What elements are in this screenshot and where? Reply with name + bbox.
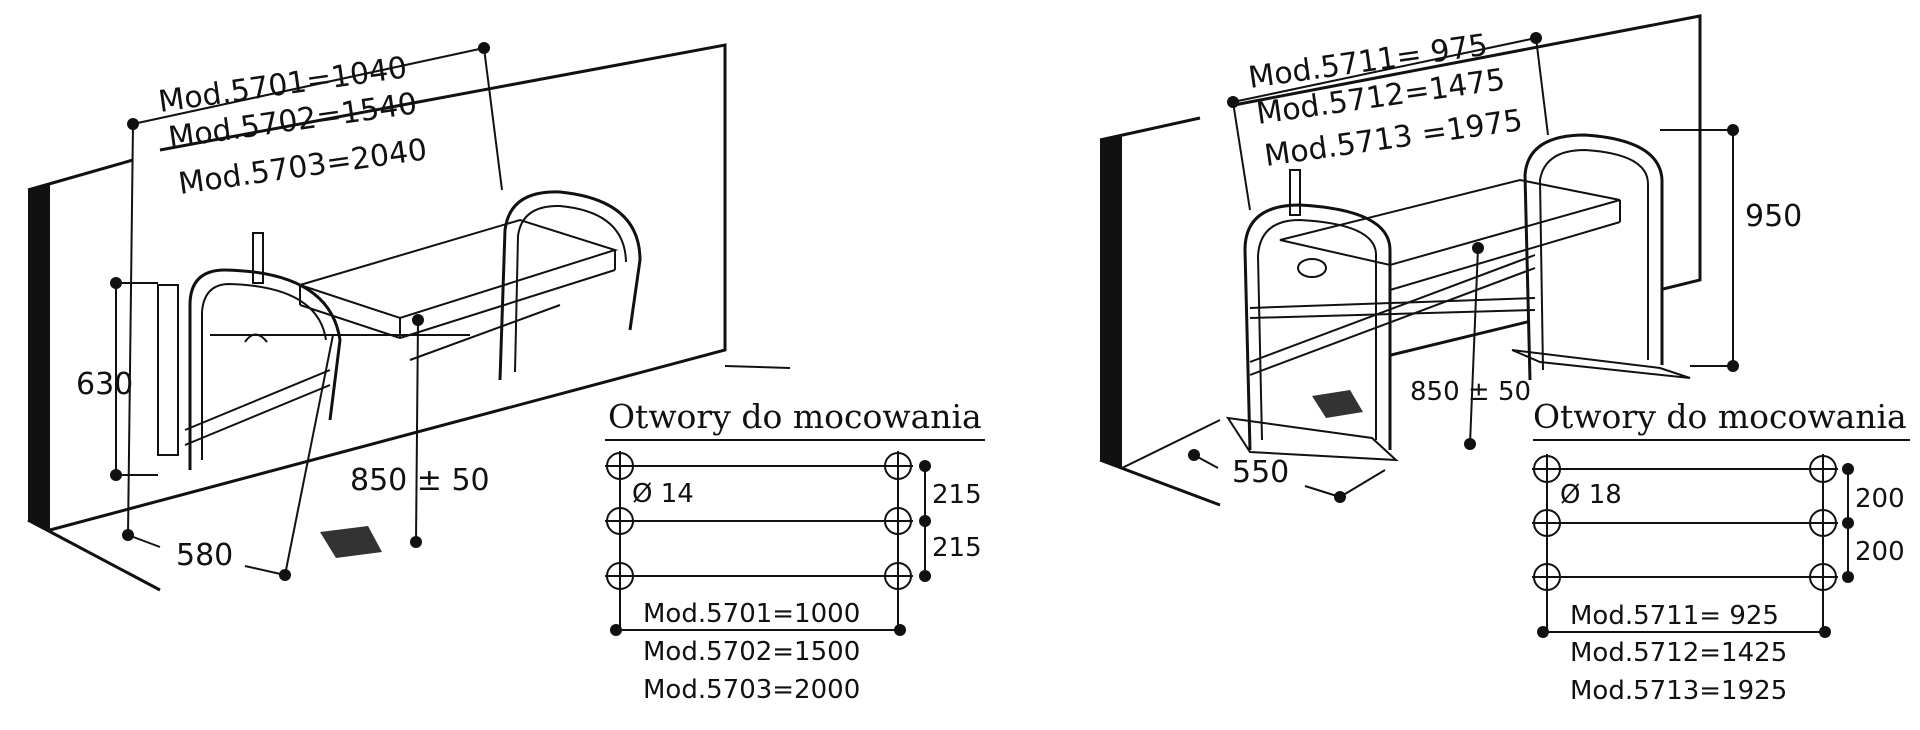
right-bench-drawing: Mod.5711= 975 Mod.5712=1475 Mod.5713 =19… (1099, 14, 1910, 706)
left-seat-height-label: 850 ± 50 (350, 463, 490, 498)
left-drain-icon (320, 526, 382, 558)
left-dimension-lines (110, 42, 503, 581)
left-height-label: 630 (76, 367, 133, 402)
left-bench-frame (157, 190, 642, 470)
right-hole-spacing-2: 200 (1855, 537, 1905, 567)
right-height-label: 950 (1745, 199, 1802, 234)
left-hole-diameter: Ø 14 (632, 479, 694, 509)
left-hole-width-1: Mod.5701=1000 (643, 599, 860, 629)
right-hole-width-1: Mod.5711= 925 (1570, 601, 1779, 631)
right-holes-title: Otwory do mocowania (1533, 397, 1907, 436)
right-dimension-lines (1188, 32, 1739, 503)
left-wall (27, 43, 791, 592)
left-hole-width-3: Mod.5703=2000 (643, 675, 860, 705)
left-depth-label: 580 (176, 538, 233, 573)
right-hole-width-2: Mod.5712=1425 (1570, 638, 1787, 668)
right-drain-icon (1312, 390, 1363, 418)
right-hole-width-3: Mod.5713=1925 (1570, 676, 1787, 706)
right-wall (1099, 14, 1702, 507)
left-hole-width-2: Mod.5702=1500 (643, 637, 860, 667)
right-hole-pattern: Otwory do mocowania Ø 18 200 (1532, 397, 1910, 706)
left-hole-spacing-1: 215 (932, 480, 982, 510)
left-hole-pattern: Otwory do mocowania Ø 14 215 (605, 397, 985, 705)
right-hole-diameter: Ø 18 (1560, 480, 1622, 510)
right-seat-height-label: 850 ± 50 (1410, 377, 1531, 407)
right-bench-frame (1225, 133, 1691, 462)
left-holes-title: Otwory do mocowania (608, 397, 982, 436)
left-hole-spacing-2: 215 (932, 533, 982, 563)
left-bench-drawing: Mod.5701=1040 Mod.5702=1540 Mod.5703=204… (27, 42, 985, 705)
right-hole-spacing-1: 200 (1855, 484, 1905, 514)
right-depth-label: 550 (1232, 455, 1289, 490)
